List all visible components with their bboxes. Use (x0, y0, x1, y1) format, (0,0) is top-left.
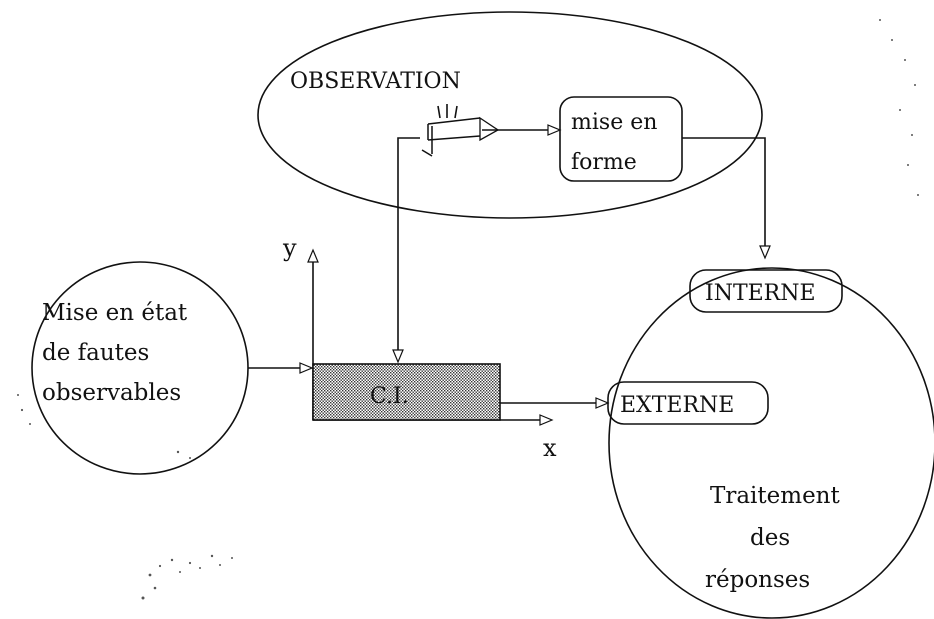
fault-injection-line1: Mise en état (42, 300, 188, 326)
fault-injection-ellipse (31, 261, 249, 475)
responses-line3: réponses (705, 567, 810, 593)
external-label: EXTERNE (620, 393, 734, 418)
eye-sensor-icon (421, 104, 500, 157)
formatting-to-internal-line (682, 137, 766, 246)
fault-injection-line3: observables (42, 380, 181, 406)
y-axis-label: y (282, 234, 297, 262)
formatting-label-line2: forme (571, 150, 637, 175)
responses-line1: Traitement (710, 483, 840, 509)
internal-label: INTERNE (705, 281, 816, 306)
formatting-box (559, 96, 683, 182)
responses-group: INTERNE EXTERNE Traitement des réponses (607, 267, 934, 619)
observation-group: OBSERVATION mise en forme (257, 11, 771, 260)
circuit-label: C.I. (370, 384, 409, 409)
circuit-group: y x C.I. (282, 234, 557, 462)
observation-title: OBSERVATION (290, 69, 461, 94)
sensor-to-circuit-line (397, 137, 420, 350)
responses-line2: des (750, 525, 790, 551)
internal-box (689, 269, 843, 313)
fault-injection-line2: de fautes (42, 340, 149, 366)
responses-ellipse (608, 267, 934, 619)
x-axis-label: x (543, 434, 557, 462)
external-box (607, 381, 769, 425)
observation-ellipse (257, 11, 763, 219)
formatting-label-line1: mise en (571, 110, 657, 135)
circuit-box (312, 363, 501, 421)
scan-noise (17, 19, 919, 600)
fault-injection-group: Mise en état de fautes observables (31, 261, 249, 475)
